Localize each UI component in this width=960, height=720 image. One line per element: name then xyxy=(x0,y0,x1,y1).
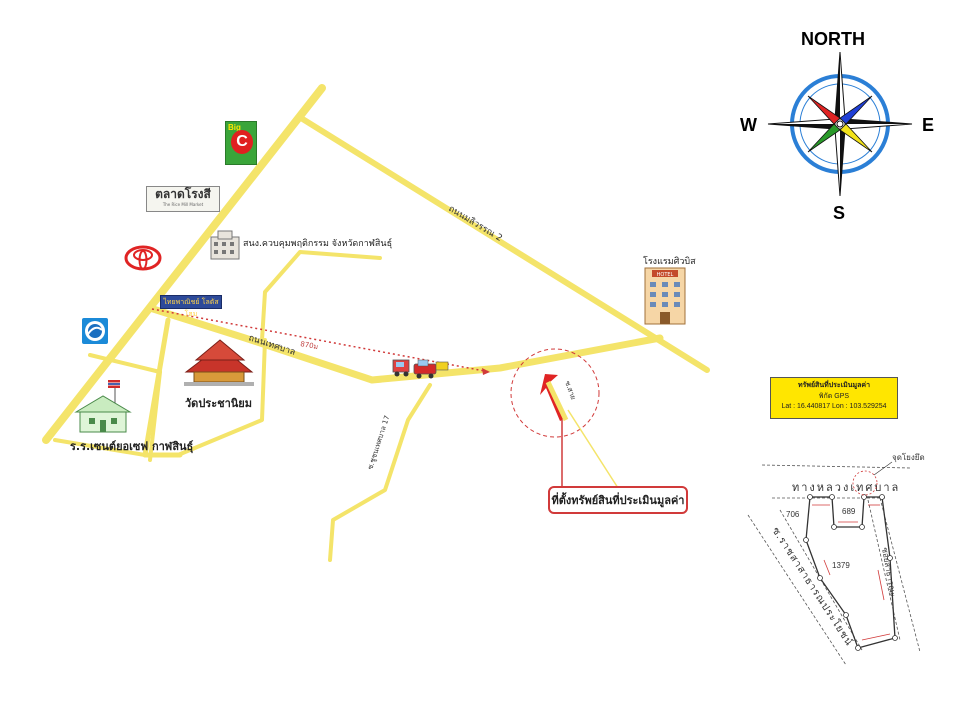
parcel-sketch: ทางหลวงเทศบาล ซ.ราชสาสาธารณประโยชน์ ซอยส… xyxy=(747,452,925,666)
parcel-road-top-label: ทางหลวงเทศบาล xyxy=(792,482,900,494)
compass-petal-se xyxy=(839,123,873,153)
hotel-sign-text: HOTEL xyxy=(657,272,674,278)
parcel-boundary xyxy=(805,496,896,649)
compass-east-label: E xyxy=(922,115,935,135)
office-label: สนง.ควบคุมพฤติกรรม จังหวัดกาฬสินธุ์ xyxy=(243,239,393,249)
distance-line xyxy=(151,308,491,373)
parcel-1379: 1379 xyxy=(832,561,850,570)
gps-info-box: ทรัพย์สินที่ประเมินมูลค่า พิกัด GPS Lat … xyxy=(770,377,898,419)
gps-subtitle: พิกัด GPS xyxy=(818,393,850,400)
compass-petal-sw xyxy=(807,123,841,153)
compass-petal-nw xyxy=(807,95,841,125)
hotel-icon: HOTEL xyxy=(644,267,686,325)
compass-west-label: W xyxy=(740,115,757,135)
vehicles-icon xyxy=(392,359,449,379)
bank-sign-text-a: ไทยพาณิชย์ xyxy=(163,298,200,306)
bank-sign: ไทยพาณิชย์ โลตัสโฮม xyxy=(160,295,222,318)
target-marker: ซ.สาย xyxy=(510,348,619,489)
toyota-logo-icon xyxy=(124,245,162,271)
temple-label: วัดประชานิยม xyxy=(185,397,252,410)
bank-sign-text-b: โลตัสโฮม xyxy=(184,298,219,318)
road-label-soi: ซ.ชูชนเทศบาล 17 xyxy=(366,414,391,470)
compass-rose xyxy=(767,51,913,197)
target-road-label: ซ.สาย xyxy=(563,380,577,401)
compass-north-label: NORTH xyxy=(801,29,865,49)
market-subtitle: The Rice Mill Market xyxy=(162,202,204,207)
road-temple-loop xyxy=(176,338,267,457)
parcel-706: 706 xyxy=(786,510,800,519)
gps-title: ทรัพย์สินที่ประเมินมูลค่า xyxy=(797,382,871,389)
road-inner-loop xyxy=(260,250,382,342)
road-label-malivan: ถนนมลิวรรณ 2 xyxy=(446,203,504,244)
road-label-thesaban: ถนนเทศบาล xyxy=(247,333,296,358)
bigc-logo-icon: Big C xyxy=(225,121,257,165)
road-left-connector xyxy=(88,353,162,374)
school-label: ร.ร.เซนต์ยอเซฟ กาฬสินธุ์ xyxy=(70,440,194,453)
road-thesaban xyxy=(146,304,664,384)
office-building-icon xyxy=(210,230,240,260)
parcel-corner-note: จุดโยงยึด xyxy=(892,452,925,462)
road-soi-17 xyxy=(328,383,432,562)
temple-icon xyxy=(184,339,254,386)
road-malivan-2 xyxy=(298,115,710,373)
distance-arrowhead xyxy=(482,368,490,375)
parcel-road-right-label: ซอยสาธารณะ xyxy=(880,547,897,597)
market-name: ตลาดโรงสี xyxy=(155,187,211,201)
target-leader-yellow xyxy=(567,409,619,489)
gas-station-logo-icon xyxy=(82,318,108,344)
gps-coords: Lat : 16.440817 Lon : 103.529254 xyxy=(781,403,887,410)
target-road xyxy=(545,380,569,422)
road-school xyxy=(53,438,147,457)
road-network xyxy=(42,84,710,562)
compass-petal-ne xyxy=(839,95,873,125)
bigc-brand-text: Big xyxy=(228,123,241,132)
bigc-letter: C xyxy=(231,130,253,154)
school-icon xyxy=(74,380,132,433)
target-label-box: ที่ตั้งทรัพย์สินที่ประเมินมูลค่า xyxy=(548,486,688,514)
target-circle xyxy=(510,348,600,438)
target-label: ที่ตั้งทรัพย์สินที่ประเมินมูลค่า xyxy=(551,494,685,507)
compass-south-label: S xyxy=(833,203,846,223)
road-main-left xyxy=(42,84,326,444)
market-sign: ตลาดโรงสี The Rice Mill Market xyxy=(146,186,220,212)
distance-label: 870ม xyxy=(300,340,319,351)
parcel-road-left-label: ซ.ราชสาสาธารณประโยชน์ xyxy=(769,525,856,649)
road-left-vertical xyxy=(148,370,162,462)
hotel-label: โรงแรมศิวบิส xyxy=(643,257,696,267)
road-left-block xyxy=(142,317,183,458)
parcel-corner-circle xyxy=(852,470,878,496)
parcel-689: 689 xyxy=(842,507,856,516)
